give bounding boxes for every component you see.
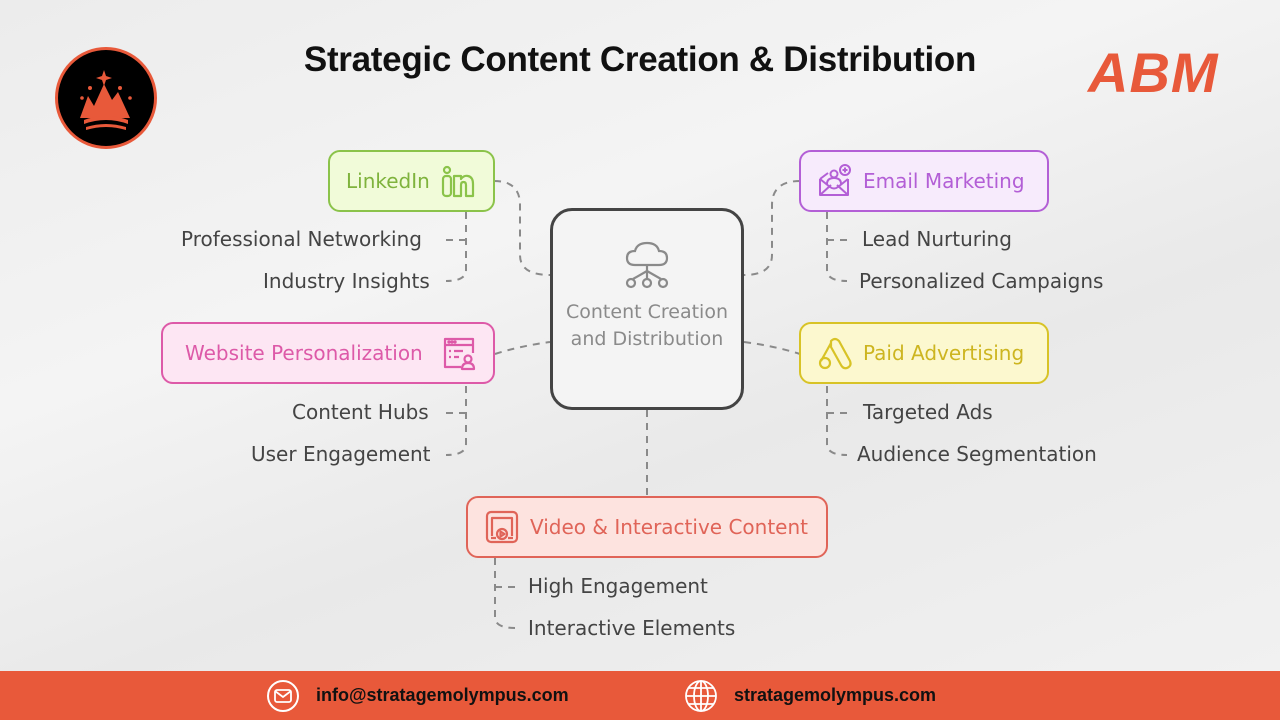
center-label: Content Creation and Distribution: [566, 301, 728, 350]
website-personalization-label: Website Personalization: [185, 341, 423, 365]
browser-user-icon: [443, 337, 476, 371]
linkedin-icon: [441, 165, 474, 198]
linkedin-item-1: Professional Networking: [181, 227, 422, 251]
footer-website-text[interactable]: stratagemolympus.com: [734, 685, 937, 705]
footer-website[interactable]: stratagemolympus.com: [684, 671, 936, 720]
email-marketing-label: Email Marketing: [863, 169, 1025, 193]
footer-bar: info@stratagemolympus.com stratagemolymp…: [0, 671, 1280, 720]
page-title: Strategic Content Creation & Distributio…: [303, 40, 977, 79]
website-item-1: Content Hubs: [292, 400, 429, 424]
video-item-2: Interactive Elements: [528, 616, 736, 640]
email-item-2: Personalized Campaigns: [859, 269, 1104, 293]
video-play-icon: [485, 510, 519, 544]
linkedin-item-2: Industry Insights: [263, 269, 430, 293]
email-user-plus-icon: [819, 164, 851, 196]
cloud-network-icon: [625, 241, 669, 289]
footer-email[interactable]: info@stratagemolympus.com: [266, 671, 569, 720]
website-item-2: User Engagement: [251, 442, 431, 466]
paid-advertising-label: Paid Advertising: [863, 341, 1025, 365]
node-email-marketing[interactable]: Email Marketing: [799, 150, 1049, 212]
email-item-1: Lead Nurturing: [862, 227, 1012, 251]
google-ads-icon: [818, 337, 852, 370]
node-paid-advertising[interactable]: Paid Advertising: [799, 322, 1049, 384]
globe-icon: [685, 679, 717, 712]
node-linkedin[interactable]: LinkedIn: [328, 150, 495, 212]
node-video-interactive[interactable]: Video & Interactive Content: [466, 496, 828, 558]
linkedin-label: LinkedIn: [346, 169, 430, 193]
center-node: Content Creation and Distribution: [550, 208, 744, 410]
crown-mountain-logo: [55, 47, 157, 149]
mail-icon: [267, 679, 299, 712]
video-interactive-label: Video & Interactive Content: [530, 515, 808, 539]
footer-email-text[interactable]: info@stratagemolympus.com: [316, 685, 569, 705]
abm-badge: ABM: [1088, 41, 1219, 104]
node-website-personalization[interactable]: Website Personalization: [161, 322, 495, 384]
paid-item-1: Targeted Ads: [863, 400, 993, 424]
crown-mountain-icon: [80, 70, 132, 130]
video-item-1: High Engagement: [528, 574, 708, 598]
paid-item-2: Audience Segmentation: [857, 442, 1097, 466]
